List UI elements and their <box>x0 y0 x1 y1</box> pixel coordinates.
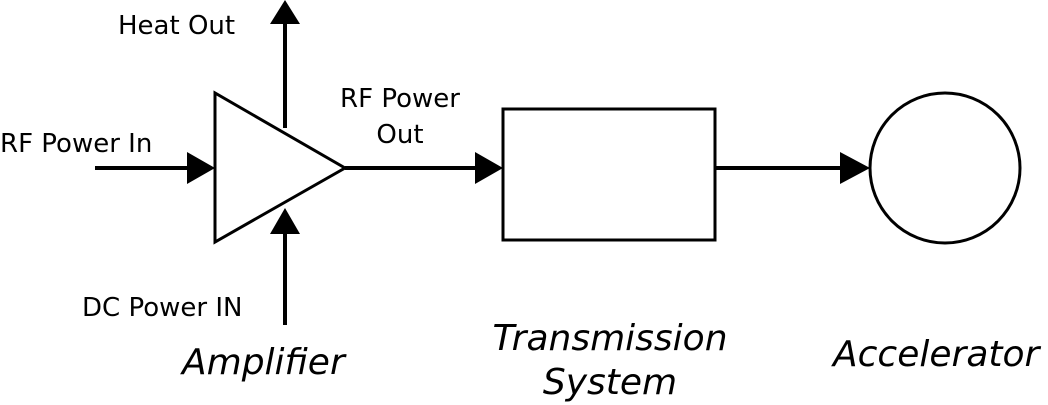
heat-out-arrowhead <box>270 0 300 24</box>
dc-power-in-arrow <box>270 208 300 325</box>
dc-power-in-arrowhead <box>270 208 300 234</box>
amplifier-triangle <box>213 90 349 245</box>
rf-power-in-arrow <box>95 152 215 184</box>
rf-power-in-label: RF Power In <box>0 129 152 159</box>
rf-power-out-label-line2: Out <box>376 120 423 150</box>
transmission-caption-line1: Transmission <box>492 318 727 359</box>
rf-power-out-arrow <box>345 152 503 184</box>
amplifier-caption: Amplifier <box>180 342 347 383</box>
accelerator-feed-arrow <box>715 152 870 184</box>
accelerator-feed-arrowhead <box>840 152 870 184</box>
accelerator-caption: Accelerator <box>831 334 1042 375</box>
dc-power-in-label: DC Power IN <box>82 293 242 323</box>
rf-power-out-label-line1: RF Power <box>340 84 460 114</box>
rf-power-in-arrowhead <box>187 152 215 184</box>
heat-out-label: Heat Out <box>118 11 235 41</box>
rf-power-out-arrowhead <box>475 152 503 184</box>
heat-out-arrow <box>270 0 300 128</box>
transmission-caption-line2: System <box>543 362 677 403</box>
accelerator-circle <box>868 91 1022 245</box>
transmission-system-box <box>501 107 717 242</box>
